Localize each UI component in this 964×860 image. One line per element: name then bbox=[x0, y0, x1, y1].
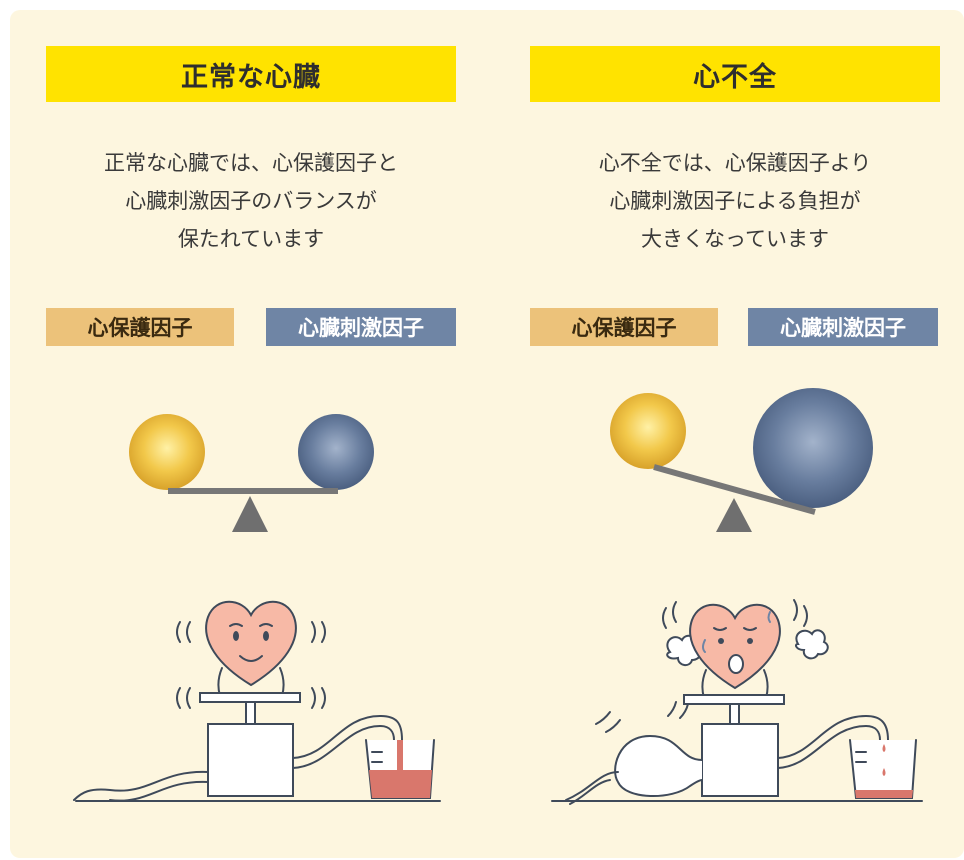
balance-seesaw-icon bbox=[610, 388, 873, 532]
heart-character-icon bbox=[689, 603, 781, 690]
description-line: 心臓刺激因子による負担が bbox=[609, 189, 861, 213]
protective-factor-tag-left: 心保護因子 bbox=[46, 308, 234, 346]
description-line: 大きくなっています bbox=[641, 227, 829, 251]
gold-ball-icon bbox=[129, 414, 205, 490]
blue-ball-icon bbox=[298, 414, 374, 490]
stimulating-factor-tag-right: 心臓刺激因子 bbox=[748, 308, 938, 346]
failing-heart-illustration bbox=[551, 599, 923, 805]
stimulating-factor-tag-left: 心臓刺激因子 bbox=[266, 308, 456, 346]
heart-character-icon bbox=[205, 600, 297, 687]
blue-ball-icon bbox=[753, 388, 873, 508]
protective-factor-tag-right: 心保護因子 bbox=[530, 308, 718, 346]
heart-failure-title: 心不全 bbox=[530, 46, 940, 102]
pump-icon bbox=[207, 723, 294, 797]
description-line: 保たれています bbox=[177, 227, 325, 251]
pump-icon bbox=[701, 723, 779, 797]
description-line: 心不全では、心保護因子より bbox=[598, 151, 872, 175]
heart-failure-description: 心不全では、心保護因子より 心臓刺激因子による負担が 大きくなっています bbox=[525, 144, 945, 258]
description-line: 心臓刺激因子のバランスが bbox=[125, 189, 377, 213]
normal-heart-illustration bbox=[73, 600, 441, 802]
normal-heart-title: 正常な心臓 bbox=[46, 46, 456, 102]
gold-ball-icon bbox=[610, 393, 686, 469]
normal-heart-description: 正常な心臓では、心保護因子と 心臓刺激因子のバランスが 保たれています bbox=[41, 144, 461, 258]
balance-seesaw-icon bbox=[129, 414, 374, 532]
description-line: 正常な心臓では、心保護因子と bbox=[104, 151, 398, 175]
